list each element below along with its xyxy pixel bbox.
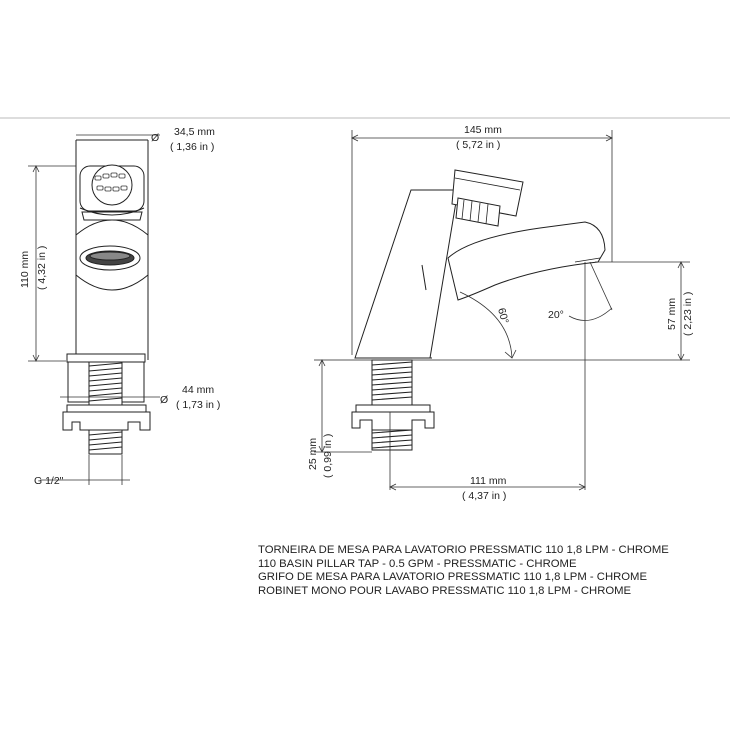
spout-height-in: ( 2,23 in ) [682, 292, 694, 336]
width-in: ( 5,72 in ) [456, 139, 500, 151]
shank-mm: 25 mm [307, 438, 319, 470]
top-diameter-symbol: Ø [151, 132, 159, 144]
top-diameter-in: ( 1,36 in ) [170, 141, 214, 153]
angle-60: 60° [495, 307, 511, 325]
angle-20: 20° [548, 309, 564, 321]
base-diameter-in: ( 1,73 in ) [176, 399, 220, 411]
side-view [314, 130, 690, 491]
height-in: ( 4,32 in ) [36, 246, 48, 290]
caption-line-pt: TORNEIRA DE MESA PARA LAVATORIO PRESSMAT… [258, 544, 669, 556]
height-mm: 110 mm [19, 251, 31, 288]
caption-line-es: GRIFO DE MESA PARA LAVATORIO PRESSMATIC … [258, 571, 647, 584]
front-view [28, 134, 160, 485]
base-diameter-mm: 44 mm [182, 384, 214, 396]
top-diameter-mm: 34,5 mm [174, 126, 215, 138]
caption-line-fr: ROBINET MONO POUR LAVABO PRESSMATIC 110 … [258, 584, 632, 597]
base-diameter-symbol: Ø [160, 394, 168, 406]
width-mm: 145 mm [464, 124, 502, 136]
spout-height-mm: 57 mm [666, 298, 678, 330]
shank-in: ( 0,99 in ) [322, 434, 334, 478]
thread-size: G 1/2" [34, 475, 64, 487]
product-caption: TORNEIRA DE MESA PARA LAVATORIO PRESSMAT… [258, 544, 669, 598]
caption-line-en: 110 BASIN PILLAR TAP - 0.5 GPM - PRESSMA… [258, 557, 577, 570]
reach-mm: 111 mm [470, 475, 507, 487]
reach-in: ( 4,37 in ) [462, 490, 506, 502]
